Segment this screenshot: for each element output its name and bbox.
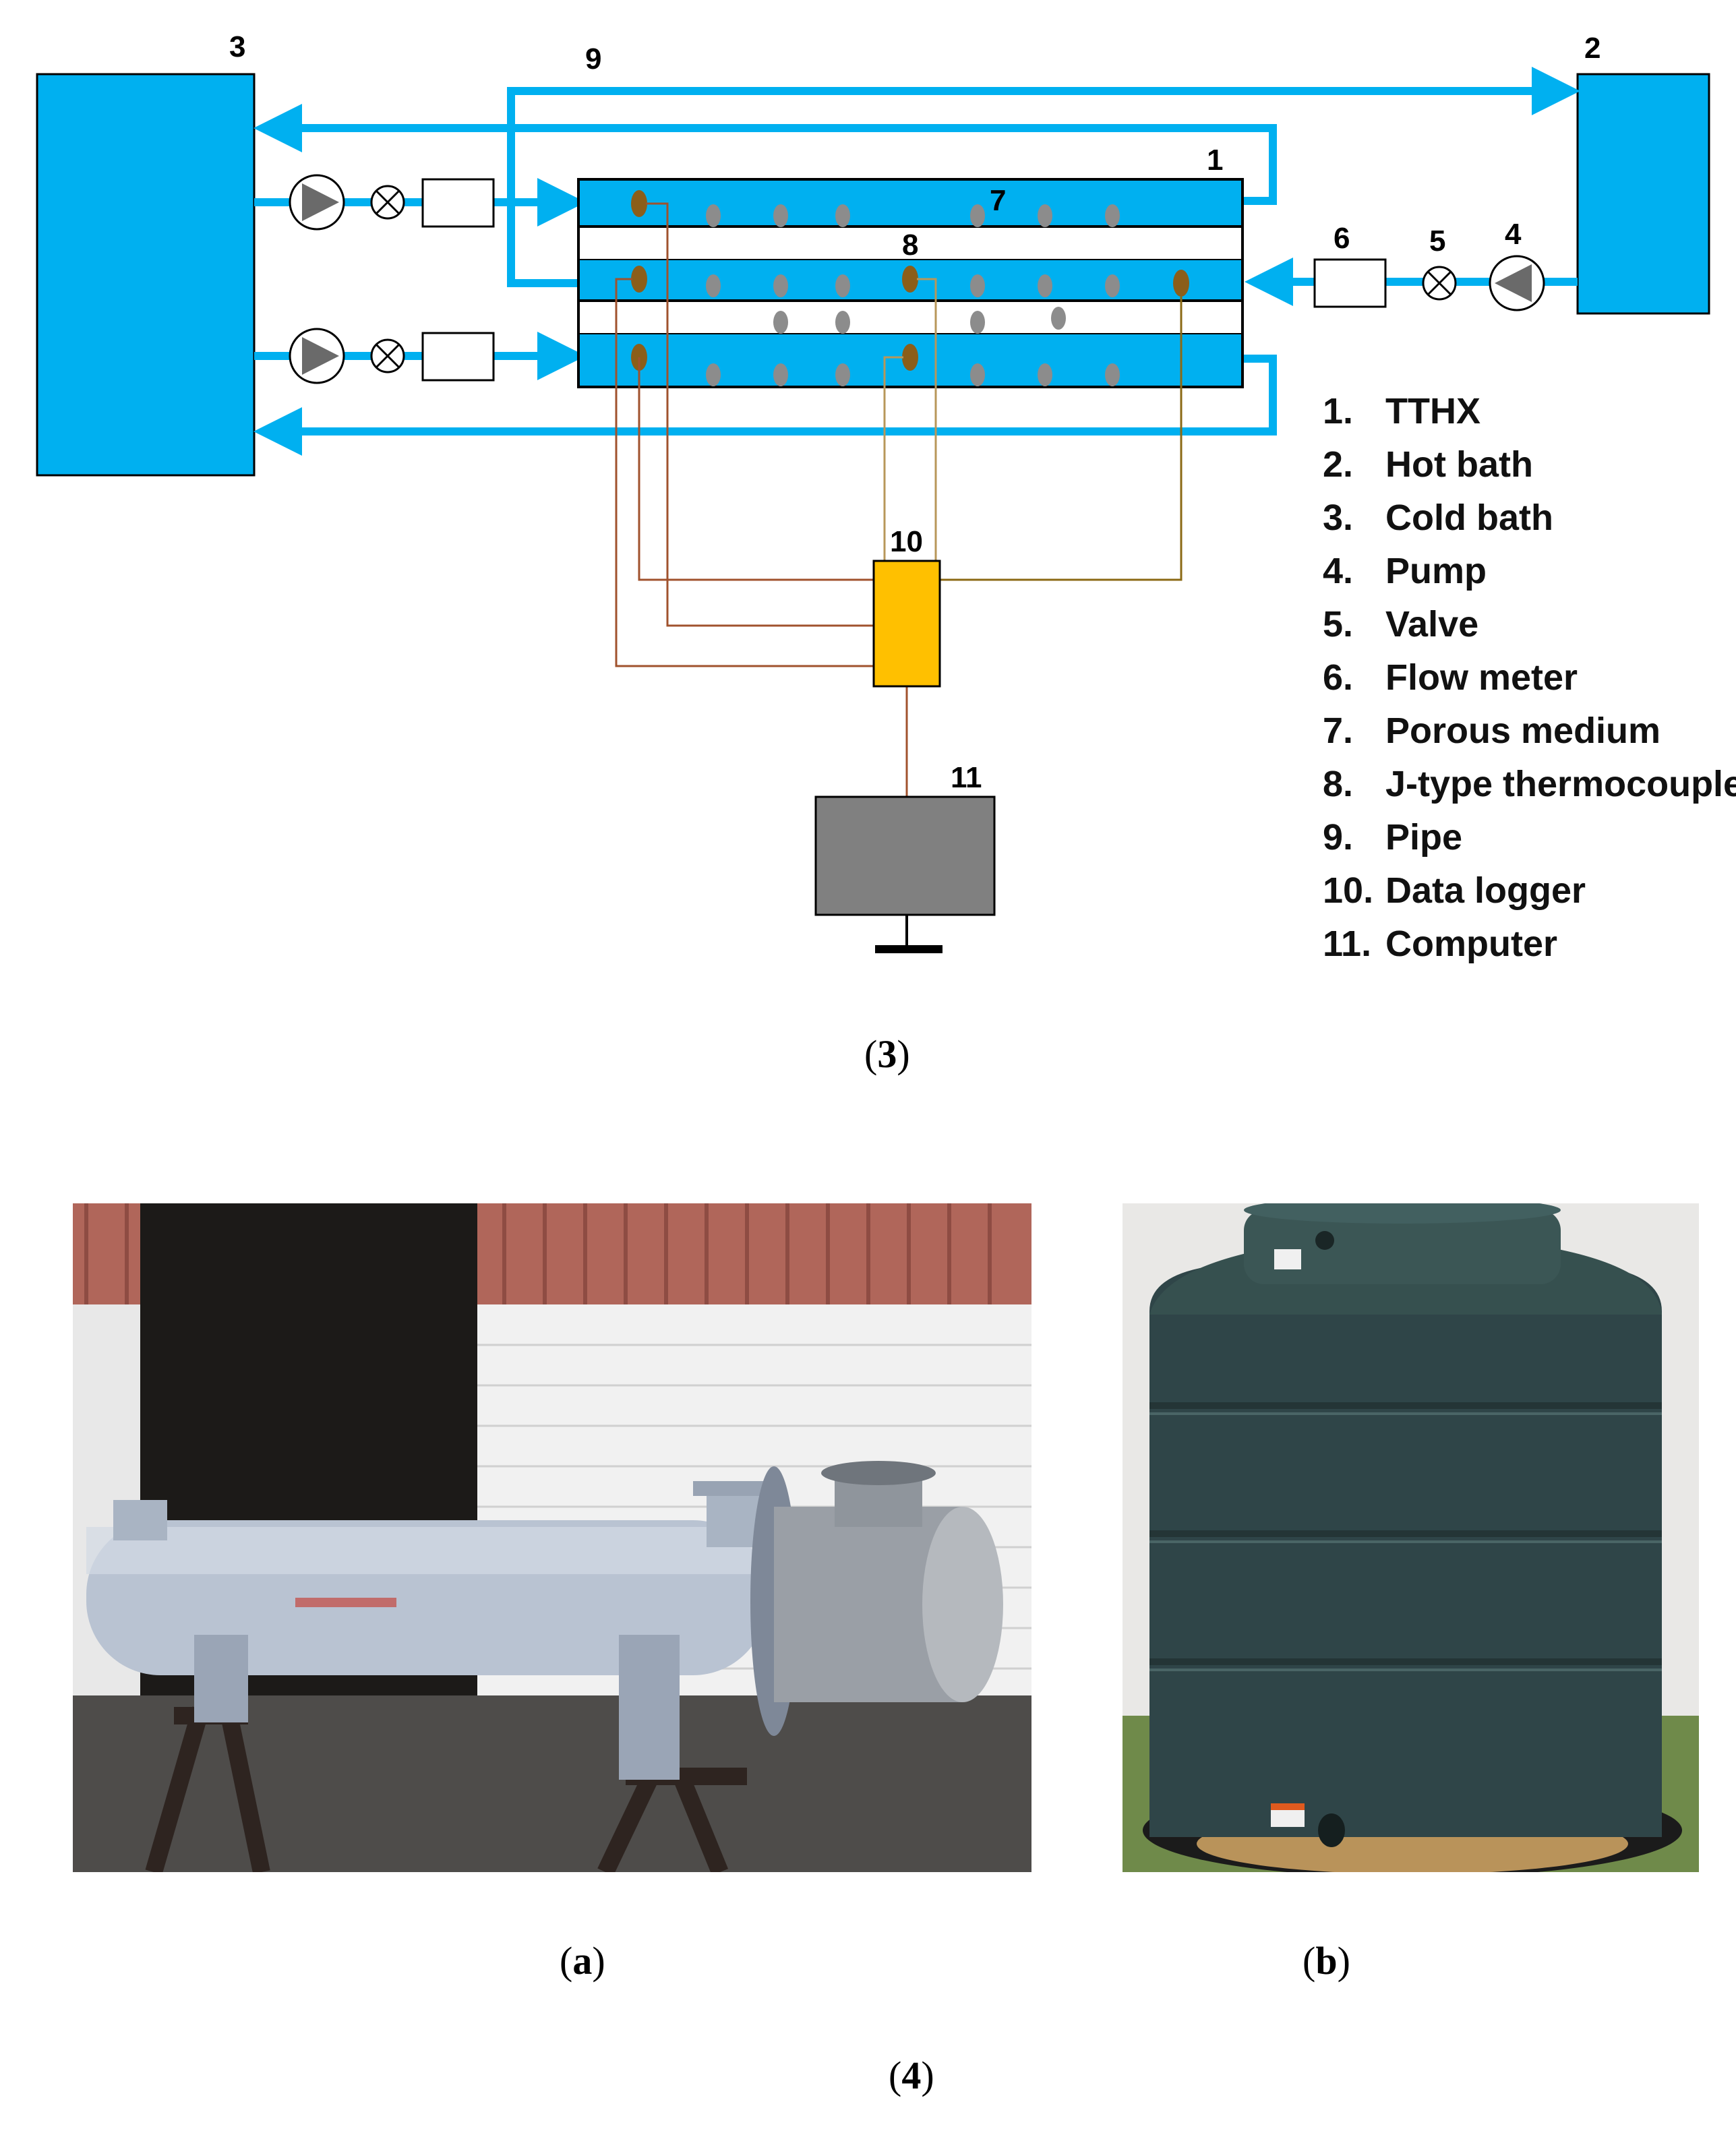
- caption-figure-4: (4): [889, 2053, 934, 2097]
- legend-text: Computer: [1385, 924, 1557, 964]
- caption-figure-3-number: 3: [877, 1032, 897, 1076]
- flow-meter-cold-bottom: [421, 332, 495, 382]
- label-computer-number: 11: [951, 761, 982, 794]
- legend-num: 4.: [1323, 551, 1353, 591]
- label-hot-bath-number: 2: [1584, 32, 1600, 65]
- caption-figure-3: (3): [864, 1032, 910, 1076]
- legend-text: J-type thermocouple: [1385, 764, 1736, 804]
- thermocouples: [631, 190, 1189, 371]
- legend-text: Pipe: [1385, 817, 1462, 858]
- caption-b: (b): [1303, 1939, 1350, 1983]
- label-flow-meter-number: 6: [1334, 222, 1350, 255]
- hx-top-channel: [578, 179, 1243, 227]
- caption-a-letter: a: [572, 1939, 593, 1983]
- caption-b-letter: b: [1315, 1939, 1338, 1983]
- legend-text: Porous medium: [1385, 711, 1660, 751]
- label-pump-number: 4: [1505, 218, 1522, 251]
- flow-meter-cold-top: [421, 178, 495, 228]
- schematic-diagram: 3 2 9 6 5 4: [36, 30, 1736, 964]
- caption-figure-4-number: 4: [901, 2053, 922, 2097]
- legend-text: Pump: [1385, 551, 1487, 591]
- computer: [814, 795, 996, 916]
- legend-text: Flow meter: [1385, 657, 1578, 698]
- caption-a: (a): [560, 1939, 605, 1983]
- label-data-logger-number: 10: [890, 525, 923, 558]
- hot-bath: [1576, 73, 1710, 315]
- flow-meter-hot: [1313, 258, 1387, 308]
- legend-num: 3.: [1323, 498, 1353, 538]
- pipe-9: [507, 67, 1580, 287]
- pump-hot: [1489, 255, 1545, 311]
- label-porous-number: 7: [990, 184, 1006, 217]
- label-cold-bath-number: 3: [229, 30, 245, 63]
- valve-cold-bottom: [370, 338, 405, 373]
- return-pipe-bottom: [253, 355, 1277, 456]
- legend-num: 6.: [1323, 657, 1353, 698]
- legend-num: 11.: [1323, 924, 1371, 964]
- label-valve-number: 5: [1429, 224, 1445, 258]
- valve-hot: [1422, 266, 1457, 301]
- legend-num: 2.: [1323, 444, 1353, 485]
- legend: 1. TTHX 2. Hot bath 3. Cold bath 4. Pump…: [1323, 391, 1736, 964]
- valve-cold-top: [370, 185, 405, 220]
- legend-num: 1.: [1323, 391, 1353, 431]
- label-thermocouple-number: 8: [902, 229, 918, 262]
- legend-num: 10.: [1323, 870, 1373, 911]
- porous-medium: [706, 204, 1120, 386]
- legend-text: Cold bath: [1385, 498, 1553, 538]
- return-pipe-top: [253, 104, 1277, 205]
- pump-cold-top: [289, 174, 345, 231]
- label-tthx-number: 1: [1207, 144, 1223, 177]
- legend-text: Valve: [1385, 604, 1478, 644]
- data-logger: [872, 560, 941, 688]
- photo-heat-exchanger: [73, 1203, 1031, 1872]
- legend-num: 9.: [1323, 817, 1353, 858]
- label-pipe-number: 9: [585, 42, 601, 76]
- pump-cold-bottom: [289, 328, 345, 384]
- legend-num: 5.: [1323, 604, 1353, 644]
- legend-text: Data logger: [1385, 870, 1586, 911]
- thermocouple-wires: [615, 202, 1183, 800]
- legend-num: 7.: [1323, 711, 1353, 751]
- legend-text: Hot bath: [1385, 444, 1533, 485]
- legend-num: 8.: [1323, 764, 1353, 804]
- legend-text: TTHX: [1385, 391, 1480, 431]
- cold-bath: [36, 73, 256, 477]
- photo-storage-tank: [1123, 1203, 1699, 1872]
